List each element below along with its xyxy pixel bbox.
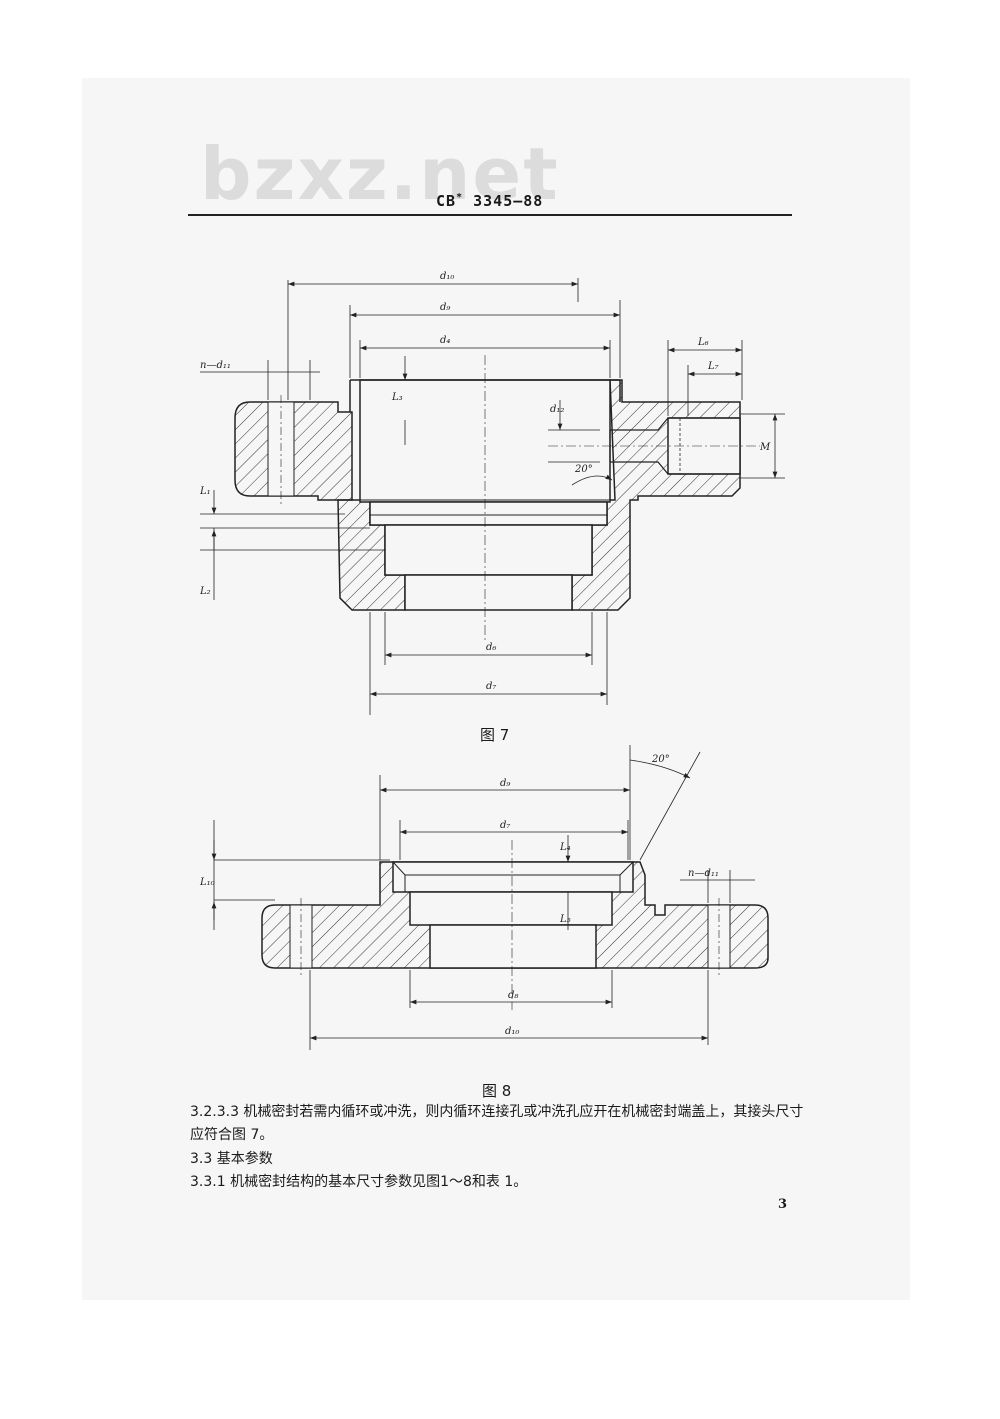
- fig7-label-angle: 20°: [574, 464, 593, 475]
- paragraph-3-2-3-3-line2: 应符合图 7。: [190, 1127, 274, 1143]
- fig7-label-L3: L₃: [391, 392, 403, 403]
- fig7-label-L7: L₇: [707, 361, 719, 372]
- fig7-label-d12: d₁₂: [550, 404, 564, 415]
- paragraph-3-2-3-3-line1: 3.2.3.3 机械密封若需内循环或冲洗，则内循环连接孔或冲洗孔应开在机械密封端…: [190, 1104, 804, 1120]
- fig8-label-n-d11: n—d₁₁: [688, 868, 719, 879]
- standard-star: *: [456, 192, 464, 203]
- fig8-label-d8: d₈: [508, 990, 518, 1001]
- standard-number: CB* 3345—88: [436, 192, 543, 210]
- fig8-label-d7: d₇: [500, 820, 510, 831]
- watermark: bzxz.net: [200, 132, 560, 216]
- fig7-label-L6: L₆: [697, 337, 709, 348]
- fig7-label-L2: L₂: [199, 586, 211, 597]
- fig7-label-d6: d₆: [486, 642, 496, 653]
- header-rule: [188, 214, 792, 216]
- fig7-label-d10: d₁₀: [440, 271, 454, 282]
- fig7-label-n-d11: n—d₁₁: [200, 360, 231, 371]
- fig8-label-d9: d₉: [500, 778, 510, 789]
- fig7-label-L1: L₁: [199, 486, 211, 497]
- standard-code: 3345—88: [473, 192, 544, 210]
- fig7-label-d4: d₄: [440, 335, 450, 346]
- page-number: 3: [778, 1197, 788, 1212]
- fig8-label-angle: 20°: [651, 754, 670, 765]
- figure-7-drawing: [200, 278, 785, 715]
- section-heading-3-3: 3.3 基本参数: [190, 1151, 273, 1167]
- fig8-label-L5: L₅: [559, 914, 571, 925]
- fig8-label-L4: L₄: [559, 842, 571, 853]
- figure-7-caption: 图 7: [480, 726, 510, 744]
- figure-8-drawing: [211, 745, 769, 1050]
- standard-prefix: CB: [436, 192, 457, 210]
- paragraph-3-3-1: 3.3.1 机械密封结构的基本尺寸参数见图1～8和表 1。: [190, 1174, 528, 1190]
- figure-8-labels: d₉ d₇ 20° L₄ L₁₀ n—d₁₁ L₅ d₈ d₁₀: [199, 754, 719, 1037]
- figure-7-labels: d₁₀ d₉ d₄ n—d₁₁ L₆ L₇ L₃ d₁₂ M 20° L₁ L₂…: [199, 271, 771, 692]
- fig7-label-d7: d₇: [486, 681, 496, 692]
- fig7-label-M: M: [759, 442, 771, 453]
- fig8-label-d10: d₁₀: [505, 1026, 519, 1037]
- fig7-label-d9: d₉: [440, 302, 450, 313]
- fig8-label-L10: L₁₀: [199, 877, 215, 888]
- figure-8-caption: 图 8: [482, 1082, 512, 1100]
